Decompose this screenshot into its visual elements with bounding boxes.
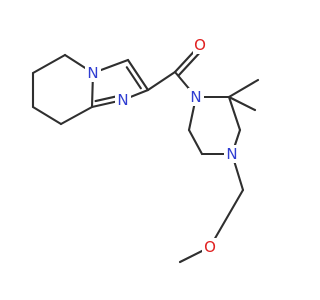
piperazine-bond [187,128,204,156]
ether-oxygen-label: O [204,238,216,256]
amide-nitrogen-label: N [190,88,201,106]
piperazine-bond [227,95,242,132]
carbonyl-oxygen-label: O [194,36,206,54]
amide-nitrogen-atom: N [188,88,204,106]
ring6-bond [31,53,67,75]
bridgehead-nitrogen-atom: N [85,64,101,82]
ring-to-carbonyl-bond [146,70,177,92]
ring6-bond [31,105,63,126]
imidazole-nitrogen-label: N [117,91,128,109]
imidazole-bond-inner [125,66,142,90]
imidazole-bond [126,58,150,92]
carbonyl-oxygen-atom: O [193,36,208,54]
methyl-bond [227,78,260,99]
methyl-bond [227,95,257,112]
ring6-bond [59,105,94,126]
molecule-canvas: N N O N N O [31,36,260,264]
chemical-structure-diagram: N N O N N O [31,36,260,264]
bridgehead-nitrogen-label: N [87,64,98,82]
chain-bond [208,188,245,249]
piperazine-nitrogen-label: N [226,145,237,163]
piperazine-nitrogen-atom: N [224,145,240,163]
ether-oxygen-atom: O [202,238,218,256]
imidazole-bond-inner [94,95,119,103]
imidazole-nitrogen-atom: N [115,91,131,109]
atom-label-layer: N N O N N O [85,36,240,256]
